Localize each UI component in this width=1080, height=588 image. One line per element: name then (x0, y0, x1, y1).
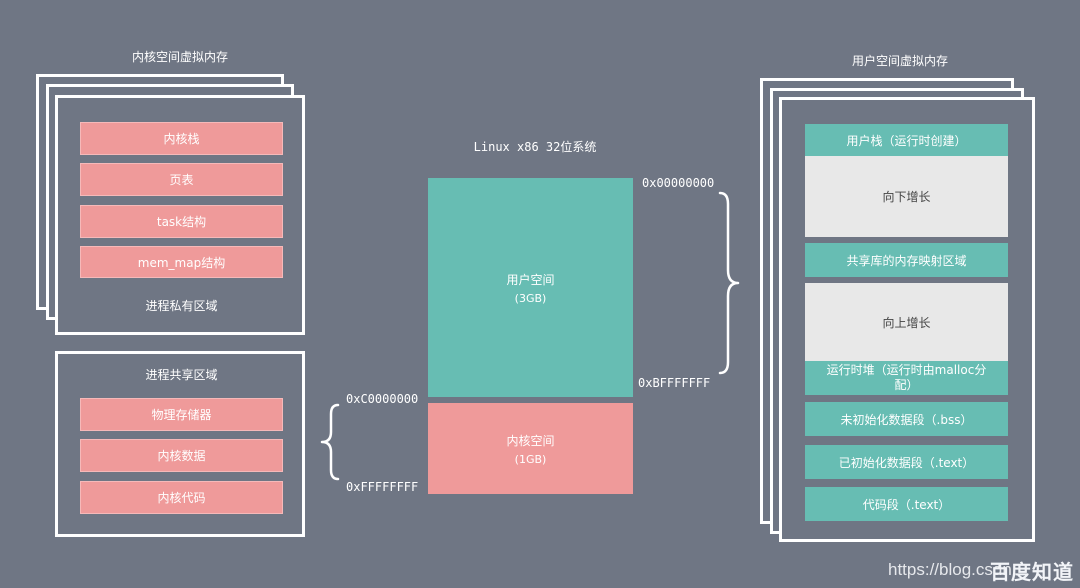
watermark-brand-logo: 百度知道 (990, 560, 1074, 584)
kernel-space-name: 内核空间 (506, 433, 555, 448)
user-space-name: 用户空间 (506, 272, 555, 287)
user-space-start-address: 0x00000000 (642, 176, 715, 190)
kernel-space-size: (1GB) (514, 452, 547, 466)
data-segment: 已初始化数据段（.text） (805, 445, 1008, 479)
user-stack-segment: 用户栈（运行时创建） (805, 124, 1008, 156)
kernel-data-block: 内核数据 (80, 439, 283, 472)
system-title: Linux x86 32位系统 (473, 140, 597, 154)
task-struct-block: task结构 (80, 205, 283, 238)
shared-library-mapping-segment: 共享库的内存映射区域 (805, 243, 1008, 277)
kernel-space-brace (320, 403, 340, 481)
kernel-space-start-address: 0xC0000000 (346, 392, 419, 406)
bss-segment: 未初始化数据段（.bss） (805, 402, 1008, 436)
user-space-block: 用户空间 (3GB) (428, 178, 633, 397)
physical-memory-block: 物理存储器 (80, 398, 283, 431)
watermark-url: https://blog.csdn (888, 560, 1012, 579)
heap-grows-up-area: 向上增长 (805, 283, 1008, 361)
process-private-region-caption: 进程私有区域 (145, 299, 218, 313)
kernel-space-block: 内核空间 (1GB) (428, 403, 633, 494)
mem-map-struct-block: mem_map结构 (80, 246, 283, 278)
stack-grows-down-area: 向下增长 (805, 156, 1008, 237)
user-space-end-address: 0xBFFFFFFF (638, 376, 711, 390)
kernel-code-block: 内核代码 (80, 481, 283, 514)
user-virtual-memory-title: 用户空间虚拟内存 (851, 54, 948, 68)
user-space-brace (718, 191, 740, 375)
kernel-virtual-memory-title: 内核空间虚拟内存 (131, 50, 228, 64)
runtime-heap-segment: 运行时堆（运行时由malloc分配） (805, 361, 1008, 395)
kernel-stack-block: 内核栈 (80, 122, 283, 155)
process-shared-region-title: 进程共享区域 (145, 368, 218, 382)
code-segment: 代码段（.text） (805, 487, 1008, 521)
page-table-block: 页表 (80, 163, 283, 196)
kernel-space-end-address: 0xFFFFFFFF (346, 480, 419, 494)
user-space-size: (3GB) (514, 291, 547, 305)
